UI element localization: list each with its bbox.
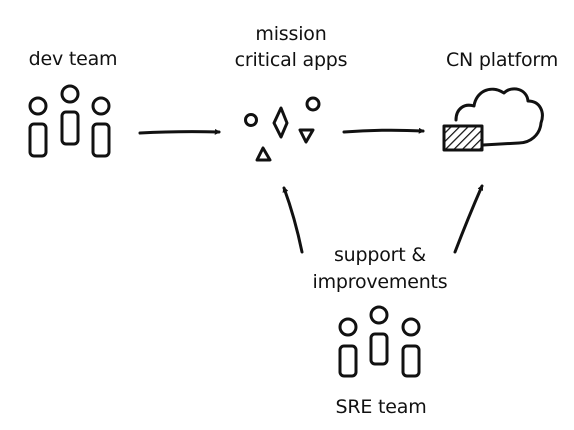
support-label-line2: improvements (312, 271, 448, 293)
arrow-dev-to-apps (138, 128, 221, 135)
apps-label-line1: mission (255, 23, 327, 45)
apps-shapes-icon (244, 96, 321, 162)
arrow-support-to-platform (453, 184, 484, 254)
dev-team-label: dev team (28, 48, 118, 70)
cn-platform-icon (442, 87, 544, 152)
apps-label-line2: critical apps (234, 49, 348, 71)
dev-team-icon (28, 84, 111, 158)
sre-team-label: SRE team (335, 396, 427, 418)
arrow-support-to-apps (282, 186, 304, 254)
support-label-line1: support & (333, 244, 426, 266)
platform-label: CN platform (445, 49, 559, 71)
sre-team-icon (338, 305, 421, 378)
arrow-apps-to-platform (342, 127, 425, 134)
